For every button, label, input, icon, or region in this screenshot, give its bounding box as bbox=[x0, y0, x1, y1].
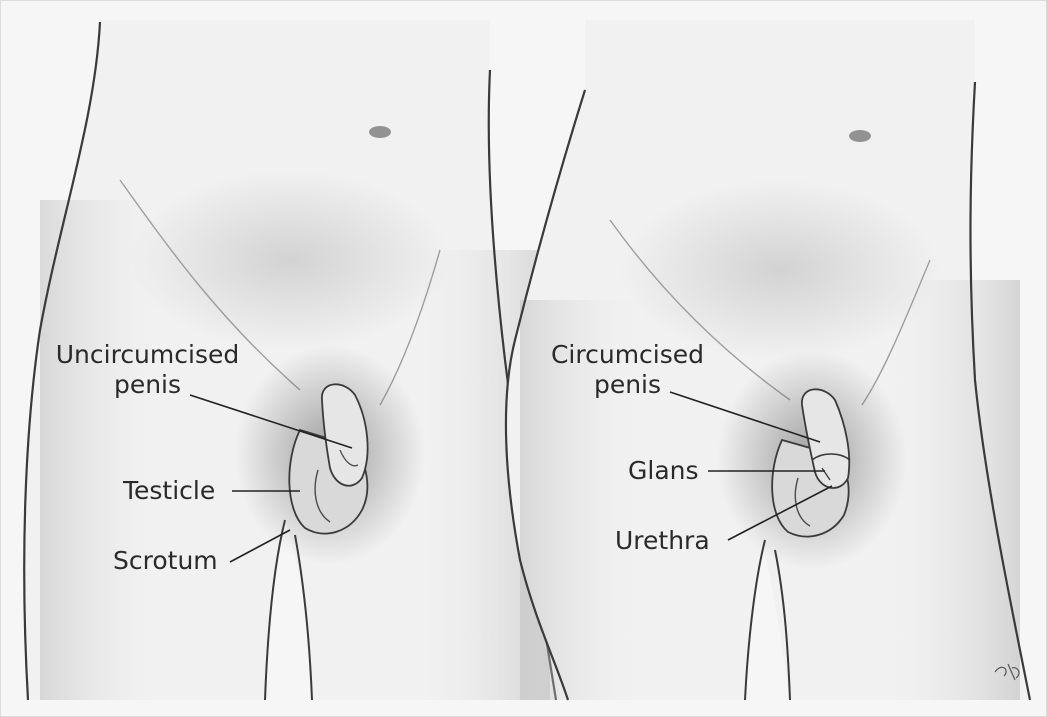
label-uncircumcised-line1: Uncircumcised bbox=[40, 340, 255, 370]
right-navel bbox=[849, 130, 871, 142]
label-glans: Glans bbox=[628, 456, 699, 486]
label-uncircumcised: Uncircumcised penis bbox=[40, 340, 255, 400]
left-navel bbox=[369, 126, 391, 138]
label-uncircumcised-line2: penis bbox=[40, 370, 255, 400]
label-testicle: Testicle bbox=[123, 476, 215, 506]
label-circumcised-line1: Circumcised bbox=[535, 340, 720, 370]
label-scrotum: Scrotum bbox=[113, 546, 218, 576]
label-circumcised-line2: penis bbox=[535, 370, 720, 400]
label-circumcised: Circumcised penis bbox=[535, 340, 720, 400]
label-urethra: Urethra bbox=[615, 526, 710, 556]
